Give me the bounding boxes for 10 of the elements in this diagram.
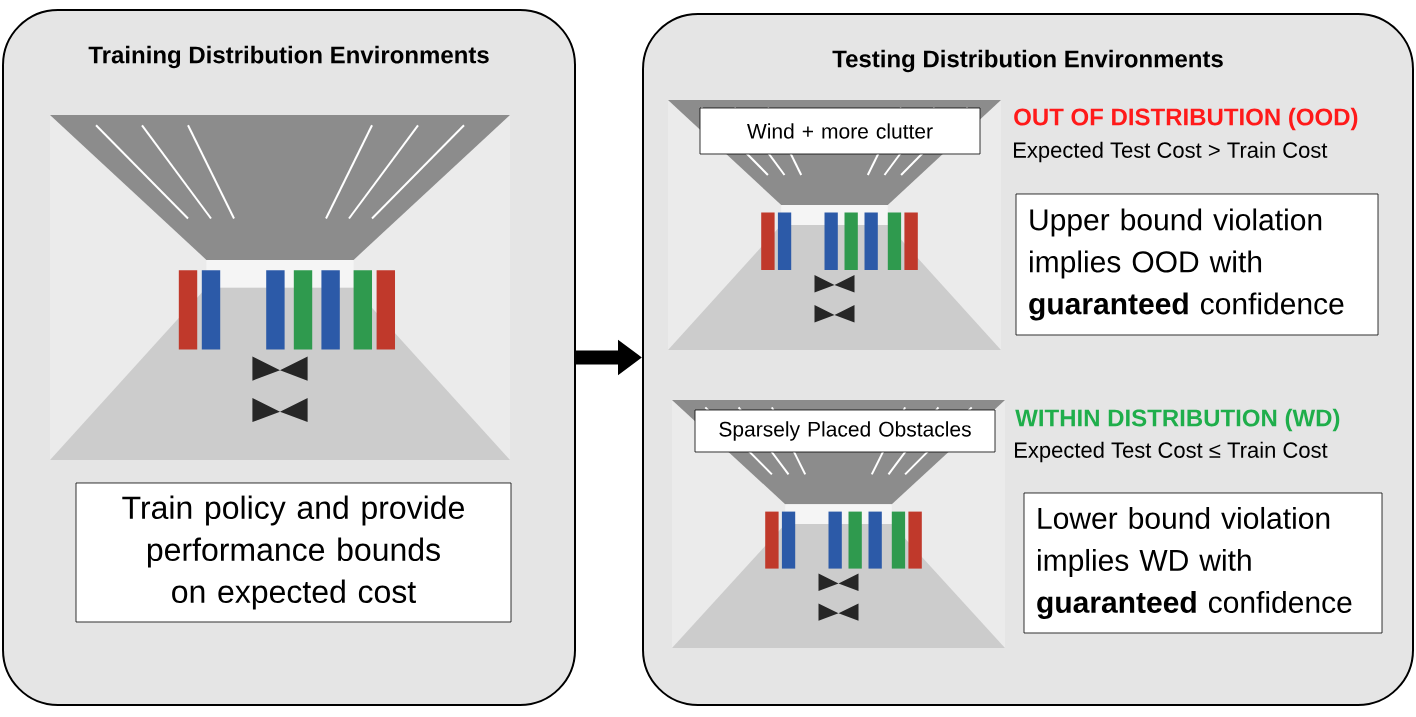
condition-text: Expected Test Cost ≤ Train Cost [1015,441,1328,463]
photo-drawing [50,115,510,460]
text-box: Upper bound violation implies OOD with guaranteed confidence [1015,193,1379,336]
text-box: Train policy and provide performance bounds on expected cost [75,482,512,623]
status-heading: WITHIN DISTRIBUTION (WD) [1015,408,1340,432]
status-heading: OUT OF DISTRIBUTION (OOD) [1014,107,1358,131]
caption-box: Sparsely Placed Obstacles [694,409,996,453]
condition-text: Expected Test Cost > Train Cost [1014,141,1328,163]
caption-box: Wind + more clutter [699,107,981,155]
text-box: Lower bound violation implies WD with guaranteed confidence [1023,492,1383,634]
